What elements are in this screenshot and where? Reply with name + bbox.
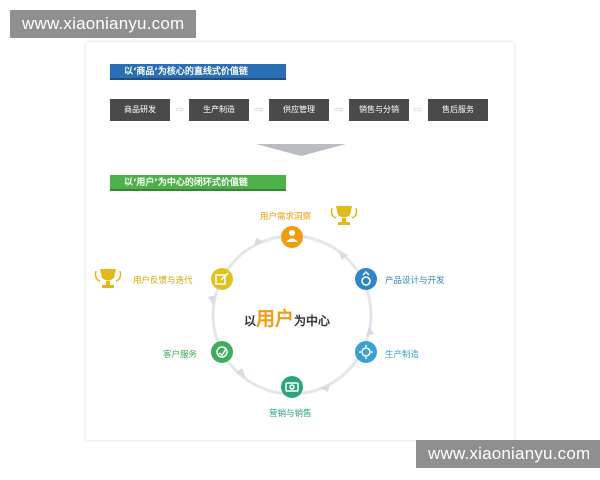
gear-icon: [359, 345, 373, 359]
trophy-icon: [94, 269, 122, 288]
user-insight-label: 用户需求洞察: [260, 212, 312, 222]
cycle-diagram: [208, 226, 377, 398]
production-label: 生产制造: [385, 350, 420, 360]
arrow-right-icon: ⇨: [175, 103, 185, 116]
production-node: [355, 341, 377, 363]
trophy-icon: [330, 206, 358, 225]
product-design-node: [355, 268, 377, 290]
feedback-label: 用户反馈与迭代: [133, 276, 193, 286]
diamond-ring-icon: [361, 270, 371, 286]
feedback-node: [211, 268, 233, 290]
value-chain-diagram: 以‘商品’为核心的直线式价值链 商品研发 ⇨ 生产制造 ⇨ 供应管理 ⇨ 销售与…: [86, 42, 514, 440]
step-sales-distribution: 销售与分销: [349, 99, 409, 121]
arrow-right-icon: ⇨: [413, 103, 423, 116]
money-icon: [285, 382, 299, 392]
watermark-bottom: www.xiaonianyu.com: [416, 440, 600, 468]
cycle-arrow-icon: [208, 238, 374, 392]
cycle-center-text: 以用户为中心: [244, 304, 330, 331]
step-product-rd: 商品研发: [110, 99, 170, 121]
center-suffix: 为中心: [294, 314, 331, 328]
arrow-right-icon: ⇨: [254, 103, 264, 116]
customer-service-label: 客户服务: [163, 350, 198, 360]
cycle-chain-title: 以‘用户’为中心的闭环式价值链: [110, 175, 286, 191]
step-supply-management: 供应管理: [269, 99, 329, 121]
user-icon: [286, 230, 298, 242]
edit-icon: [215, 272, 229, 285]
service-icon: [216, 346, 228, 358]
center-highlight: 用户: [256, 308, 295, 330]
watermark-top: www.xiaonianyu.com: [10, 10, 197, 38]
user-insight-node: [281, 226, 303, 248]
down-arrow-icon: [256, 144, 346, 156]
marketing-sales-label: 营销与销售: [269, 409, 312, 419]
customer-service-node: [211, 341, 233, 363]
linear-chain-title: 以‘商品’为核心的直线式价值链: [110, 64, 286, 80]
marketing-sales-node: [281, 376, 303, 398]
step-after-sales: 售后服务: [428, 99, 488, 121]
center-prefix: 以: [244, 314, 257, 328]
step-production: 生产制造: [189, 99, 249, 121]
arrow-right-icon: ⇨: [334, 103, 344, 116]
product-design-label: 产品设计与开发: [385, 276, 445, 286]
